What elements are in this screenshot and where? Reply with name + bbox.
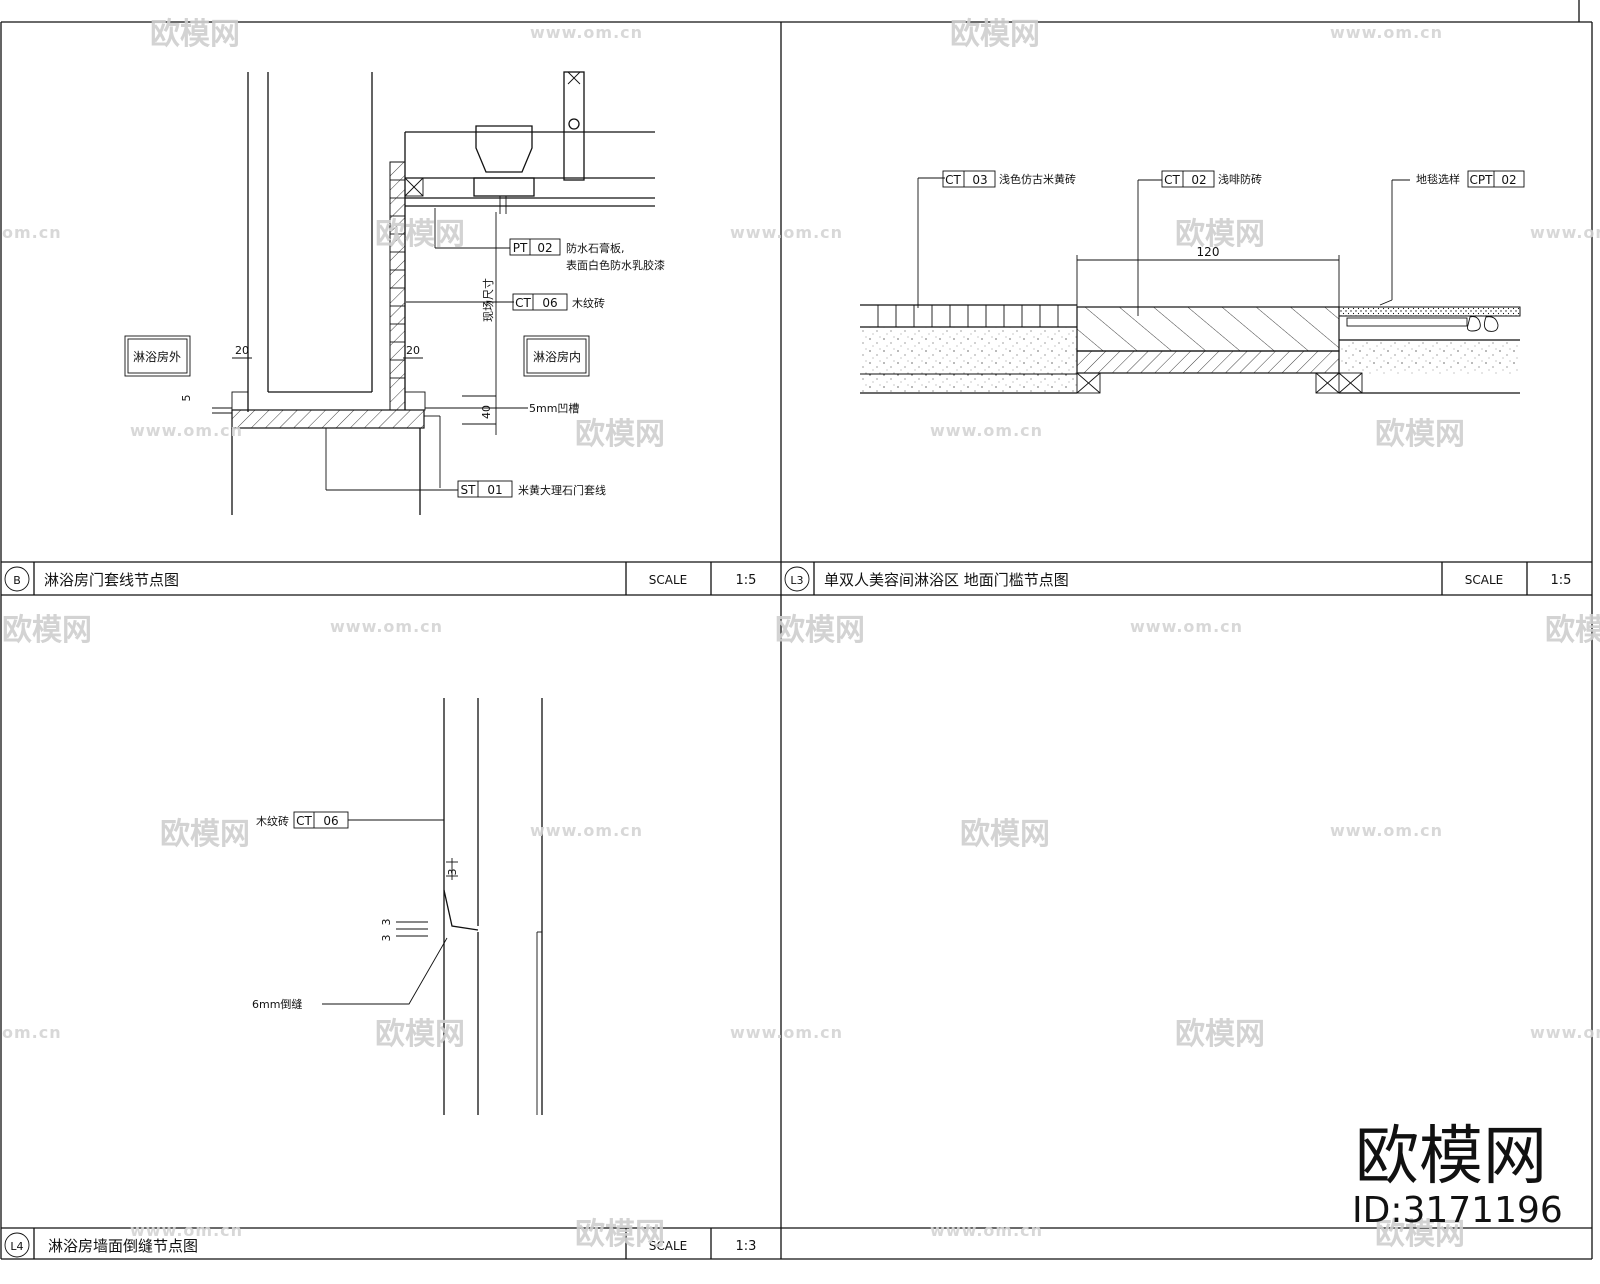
scale-label: SCALE: [649, 573, 687, 587]
tag-desc: 防水石膏板,: [566, 241, 625, 255]
dim-text: 120: [1197, 245, 1220, 259]
title-bar-p3: L4 淋浴房墙面倒缝节点图 SCALE 1:3: [4, 1228, 757, 1259]
watermark-url: www.om.cn: [130, 421, 243, 440]
watermark-url: www.om.cn: [730, 1023, 843, 1042]
scale-value: 1:5: [1551, 573, 1572, 588]
panel-title: 淋浴房门套线节点图: [44, 571, 179, 589]
title-bar-p2: L3 单双人美容间淋浴区 地面门槛节点图 SCALE 1:5: [784, 562, 1572, 595]
scale-value: 1:5: [736, 573, 757, 588]
dim-text: 20: [235, 344, 249, 357]
watermark-url: om.cn: [2, 1023, 62, 1042]
tag-num: 03: [972, 173, 987, 187]
tag-code: CT: [296, 814, 312, 828]
panel-number: L3: [790, 574, 803, 587]
tag-code: CT: [1164, 173, 1180, 187]
tag-code: CT: [945, 173, 961, 187]
watermark-brand: 欧模网: [2, 613, 92, 648]
watermark-url: www.om.cn: [130, 1221, 243, 1240]
tag-desc: 木纹砖: [256, 814, 289, 828]
watermark-url: www.om.cn: [1330, 23, 1443, 42]
panel-title: 淋浴房墙面倒缝节点图: [48, 1237, 198, 1255]
panel-title: 单双人美容间淋浴区 地面门槛节点图: [824, 571, 1069, 589]
brick-courses: [390, 179, 405, 379]
tag-desc: 浅色仿古米黄砖: [999, 172, 1076, 186]
watermark-url: www.om.cn: [930, 1221, 1043, 1240]
detail-door-casing: 淋浴房外 淋浴房内 PT 02 防水石膏板, 表面白色防水乳胶漆 CT 06 木…: [124, 71, 665, 515]
dim-text: 3: [380, 935, 393, 942]
title-bar-p1: B 淋浴房门套线节点图 SCALE 1:5: [4, 562, 757, 595]
watermark-brand: 欧模网: [575, 1217, 665, 1252]
watermark-brand: 欧模网: [1375, 1217, 1465, 1252]
watermark-url: www.om.cn: [330, 617, 443, 636]
watermark-brand: 欧模网: [150, 17, 240, 52]
note-field-size: 现场尺寸: [481, 278, 495, 322]
tag-desc: 米黄大理石门套线: [518, 483, 606, 497]
watermark-brand: 欧模网: [1175, 1017, 1265, 1052]
tag-code: PT: [513, 241, 528, 255]
watermark-url: www.om.cn: [530, 23, 643, 42]
tag-num: 02: [1501, 173, 1516, 187]
tag-num: 02: [1191, 173, 1206, 187]
tag-desc: 木纹砖: [572, 296, 605, 310]
watermark-layer: 欧模网 www.om.cn 欧模网 www.om.cn om.cn 欧模网 ww…: [2, 17, 1600, 1252]
scale-label: SCALE: [1465, 573, 1503, 587]
watermark-url: www.om.cn: [930, 421, 1043, 440]
tag-num: 06: [323, 814, 338, 828]
tag-code: CT: [515, 296, 531, 310]
watermark-brand: 欧模网: [960, 817, 1050, 852]
panel-number: B: [13, 574, 21, 587]
dim-text: 40: [480, 405, 493, 419]
scale-value: 1:3: [736, 1239, 757, 1254]
watermark-brand: 欧模网: [775, 613, 865, 648]
watermark-url: www.om.cn: [1530, 223, 1600, 242]
dim-text: 5: [180, 395, 193, 402]
watermark-brand: 欧模网: [950, 17, 1040, 52]
watermark-brand: 欧模网: [575, 417, 665, 452]
note-groove: 5mm凹槽: [529, 402, 579, 415]
watermark-url: www.om.cn: [1530, 1023, 1600, 1042]
id-text: ID:3171196: [1352, 1190, 1563, 1231]
watermark-url: www.om.cn: [730, 223, 843, 242]
tag-code: ST: [461, 483, 477, 497]
watermark-brand: 欧模网: [1545, 613, 1600, 648]
sheet-frame: [0, 0, 1593, 1260]
note-groove: 6mm倒缝: [252, 997, 302, 1011]
watermark-url: www.om.cn: [530, 821, 643, 840]
tag-desc: 地毯选样: [1416, 172, 1460, 186]
tag-desc: 表面白色防水乳胶漆: [566, 258, 665, 272]
watermark-url: www.om.cn: [1330, 821, 1443, 840]
tag-num: 01: [487, 483, 502, 497]
brand-logo-text: 欧模网: [1355, 1120, 1547, 1194]
dim-text: 3: [380, 919, 393, 926]
watermark-url: www.om.cn: [1130, 617, 1243, 636]
panel-number: L4: [10, 1240, 23, 1253]
detail-wall-groove: 木纹砖 CT 06 6mm倒缝 3 3 3: [252, 698, 543, 1115]
tag-num: 06: [542, 296, 557, 310]
watermark-brand: 欧模网: [1175, 217, 1265, 252]
tag-desc: 浅啡防砖: [1218, 172, 1262, 186]
watermark-url: om.cn: [2, 223, 62, 242]
dim-text: 3: [446, 869, 459, 876]
dim-text: 20: [406, 344, 420, 357]
tag-code: CPT: [1470, 173, 1494, 187]
watermark-brand: 欧模网: [375, 1017, 465, 1052]
label-outside: 淋浴房外: [133, 349, 181, 364]
detail-floor-threshold: CT 03 浅色仿古米黄砖 CT 02 浅啡防砖 地毯选样 CPT 02 120: [860, 170, 1525, 394]
scale-label: SCALE: [649, 1239, 687, 1253]
watermark-brand: 欧模网: [375, 217, 465, 252]
label-inside: 淋浴房内: [533, 349, 581, 364]
tag-num: 02: [537, 241, 552, 255]
watermark-brand: 欧模网: [160, 817, 250, 852]
watermark-brand: 欧模网: [1375, 417, 1465, 452]
